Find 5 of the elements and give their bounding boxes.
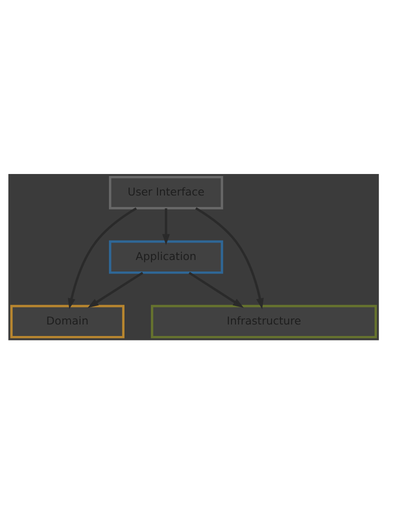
arrow bbox=[162, 208, 170, 245]
arrow bbox=[68, 206, 137, 309]
arrow bbox=[188, 271, 244, 308]
arrow bbox=[88, 271, 144, 308]
arrow bbox=[195, 206, 264, 309]
